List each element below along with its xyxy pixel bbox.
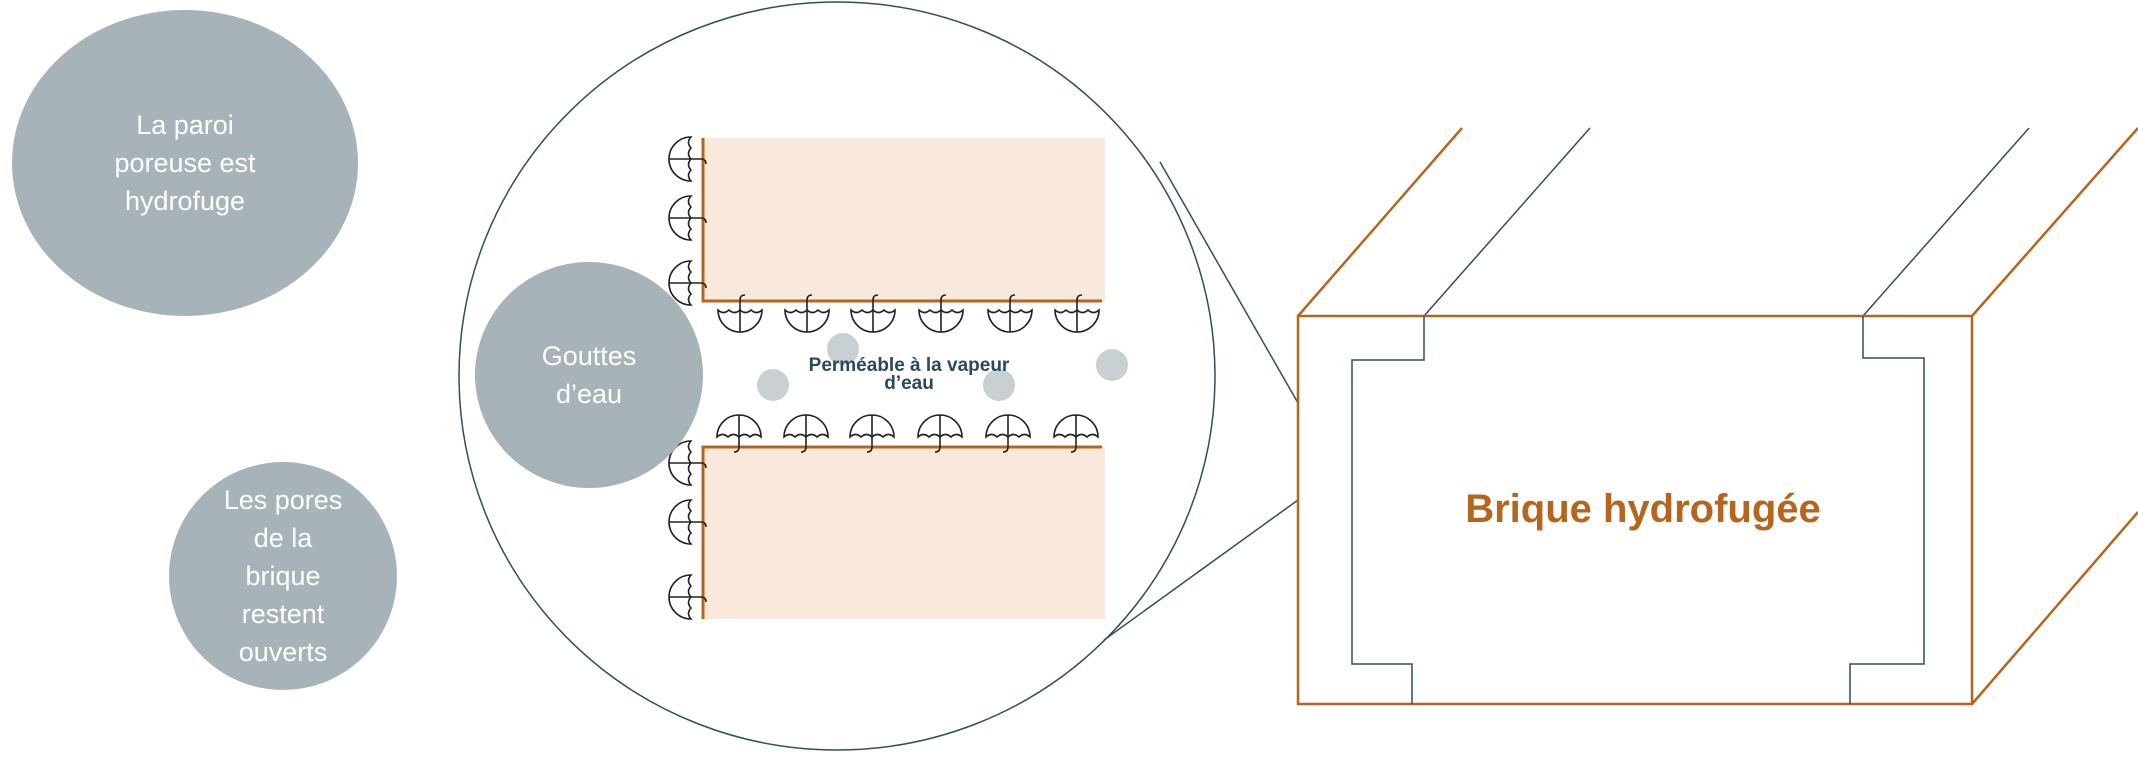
water-drops-bubble: Gouttes d’eau	[475, 262, 703, 488]
umbrella-icon	[1053, 414, 1099, 453]
cavity-edge	[1423, 127, 1591, 317]
umbrella-icon	[668, 136, 707, 182]
umbrella-icon	[668, 440, 707, 486]
porous-wall-bubble: La paroi poreuse est hydrofuge	[12, 10, 358, 316]
umbrella-icon	[1054, 294, 1100, 333]
umbrella-icon	[716, 414, 762, 453]
hydrophobic-edge-bottom	[701, 445, 1102, 619]
brick-block-top	[703, 138, 1105, 301]
brick-front-face	[1296, 314, 1974, 706]
umbrella-icon	[987, 294, 1033, 333]
umbrella-icon	[850, 294, 896, 333]
brick-3d: Brique hydrofugée	[1296, 127, 2138, 706]
umbrella-icon	[668, 499, 707, 545]
brick-edge	[1971, 127, 2138, 317]
water-droplet	[1096, 349, 1128, 381]
umbrella-icon	[668, 260, 707, 306]
vapor-permeable-label: Perméable à la vapeur	[809, 355, 1010, 376]
water-drops-text: Gouttes d’eau	[541, 341, 637, 409]
water-droplet	[983, 369, 1015, 401]
umbrella-icon	[849, 414, 895, 453]
cavity-outline-left	[1351, 316, 1425, 704]
zoom-connector-bottom	[1103, 499, 1299, 641]
umbrella-icon	[918, 294, 964, 333]
umbrella-icon	[985, 414, 1031, 453]
umbrella-icon	[917, 414, 963, 453]
magnifier-circle	[458, 1, 1216, 751]
umbrella-icon	[717, 294, 763, 333]
umbrella-icon	[784, 294, 830, 333]
vapor-permeable-label-cont: d’eau	[884, 373, 934, 394]
hydrophobic-edge-top	[701, 138, 1102, 303]
brick-block-bottom	[703, 447, 1105, 619]
porous-wall-text: La paroi poreuse est hydrofuge	[114, 110, 256, 216]
brick-edge	[1971, 511, 2138, 705]
pores-open-bubble: Les pores de la brique restent ouverts	[169, 462, 397, 690]
water-droplet	[757, 369, 789, 401]
pores-open-text: Les pores de la brique restent ouverts	[223, 485, 343, 667]
zoom-connector-top	[1159, 161, 1299, 404]
water-droplet	[827, 333, 859, 365]
umbrella-icon	[668, 195, 707, 241]
brick-label: Brique hydrofugée	[1465, 487, 1821, 531]
cavity-edge	[1862, 127, 2030, 317]
umbrella-icon-group	[668, 136, 1100, 620]
umbrella-icon	[783, 414, 829, 453]
cavity-outline-right	[1849, 316, 1925, 704]
umbrella-icon	[668, 574, 707, 620]
brick-edge	[1297, 127, 1463, 317]
